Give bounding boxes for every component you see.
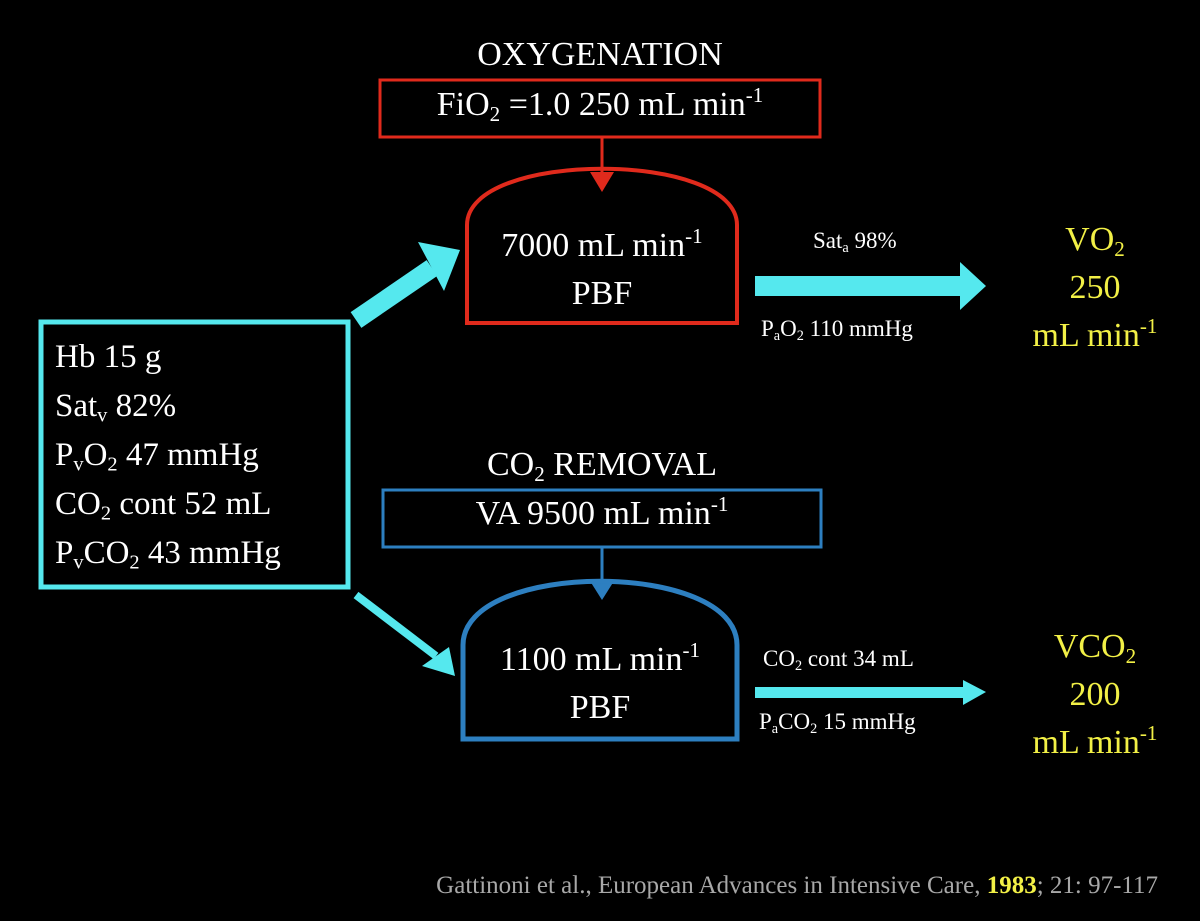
oxygenation-input-text: FiO2 =1.0 250 mL min-1: [380, 82, 820, 126]
paco2-co: CO: [778, 709, 811, 734]
fio2-unit-superscript: -1: [745, 82, 764, 107]
pao2-2-subscript: 2: [796, 327, 804, 344]
fio2-subscript: 2: [489, 101, 501, 126]
venous-pco2-p: P: [55, 535, 74, 571]
co2cont-subscript: 2: [794, 657, 803, 674]
vco2-value: 200: [1069, 676, 1121, 713]
paco2-a-subscript: a: [771, 720, 779, 737]
va-value: VA 9500 mL min: [475, 495, 711, 532]
oxygenation-input-box: [378, 78, 822, 139]
vco2-unit-text: mL min: [1032, 724, 1140, 761]
venous-sat-value: 82%: [107, 388, 177, 424]
co2-title: CO2 REMOVAL: [383, 446, 821, 484]
sat-a-value: 98%: [848, 228, 897, 253]
venous-pco2-2-subscript: 2: [129, 551, 140, 574]
vo2-label: VO2: [1000, 216, 1190, 264]
co2-flow-value: 1100 mL min: [499, 641, 683, 678]
venous-sat-subscript: v: [97, 404, 108, 427]
va-superscript: -1: [710, 491, 729, 516]
vco2-result: VCO2 200 mL min-1: [1000, 623, 1190, 767]
oxygenation-chamber-label: PBF: [571, 275, 633, 312]
venous-sat-label: Sat: [55, 388, 98, 424]
co2-feed-arrow: [590, 547, 614, 600]
vo2-unit-superscript: -1: [1139, 313, 1158, 338]
oxygenation-feed-arrow: [590, 137, 614, 192]
oxygenation-flow-value: 7000 mL min: [501, 227, 686, 264]
oxygenation-chamber: [465, 166, 739, 325]
co2-outflow-paco2: PaCO2 15 mmHg: [759, 709, 916, 737]
venous-pco2-value: 43 mmHg: [139, 535, 281, 571]
venous-po2-o: O: [83, 437, 108, 473]
vo2-unit-text: mL min: [1032, 317, 1140, 354]
venous-po2-2-subscript: 2: [107, 453, 118, 476]
co2-chamber-text: 1100 mL min-1 PBF: [463, 636, 737, 732]
venous-co2cont: CO2 cont 52 mL: [55, 480, 281, 529]
paco2-2-subscript: 2: [810, 720, 818, 737]
pao2-p: P: [761, 316, 774, 341]
oxygenation-chamber-text: 7000 mL min-1 PBF: [467, 222, 737, 318]
pao2-a-subscript: a: [773, 327, 781, 344]
venous-hb: Hb 15 g: [55, 339, 162, 375]
venous-pco2-v-subscript: v: [73, 551, 84, 574]
co2-title-subscript: 2: [534, 461, 545, 486]
venous-po2-p: P: [55, 437, 74, 473]
fio2-value: =1.0 250 mL min: [500, 86, 746, 123]
co2-outflow-arrow: [755, 680, 986, 705]
vo2-text: VO: [1065, 221, 1115, 258]
vco2-unit: mL min-1: [1000, 719, 1190, 767]
venous-po2-v-subscript: v: [73, 453, 84, 476]
co2-outflow-cont: CO2 cont 34 mL: [763, 646, 914, 674]
oxygenation-outflow-arrow: [755, 262, 986, 310]
oxygenation-title: OXYGENATION: [380, 36, 820, 74]
citation-text: Gattinoni et al., European Advances in I…: [436, 872, 987, 899]
venous-co2cont-value: cont 52 mL: [111, 486, 272, 522]
citation: Gattinoni et al., European Advances in I…: [436, 872, 1158, 900]
vco2-unit-superscript: -1: [1139, 720, 1158, 745]
venous-sat: Satv 82%: [55, 382, 281, 431]
co2-title-removal: REMOVAL: [544, 446, 717, 483]
venous-co2cont-subscript: 2: [100, 502, 112, 525]
vo2-subscript: 2: [1114, 236, 1125, 261]
co2cont-value: cont 34 mL: [802, 646, 914, 671]
venous-pco2-co: CO: [83, 535, 130, 571]
vco2-label: VCO2: [1000, 623, 1190, 671]
co2-chamber-flow: 1100 mL min-1: [463, 636, 737, 684]
venous-values: Hb 15 g Satv 82% PvO2 47 mmHg CO2 cont 5…: [55, 333, 281, 578]
co2-chamber-label: PBF: [569, 689, 631, 726]
fio2-label: FiO: [436, 86, 490, 123]
pao2-value: 110 mmHg: [803, 316, 913, 341]
vo2-value: 250: [1069, 269, 1121, 306]
oxygenation-chamber-flow: 7000 mL min-1: [467, 222, 737, 270]
venous-po2: PvO2 47 mmHg: [55, 431, 281, 480]
oxygenation-flow-superscript: -1: [685, 223, 703, 248]
venous-co2cont-co: CO: [55, 486, 101, 522]
vo2-result: VO2 250 mL min-1: [1000, 216, 1190, 360]
sat-a-subscript: a: [842, 239, 849, 256]
venous-po2-value: 47 mmHg: [117, 437, 259, 473]
co2-chamber: [460, 578, 740, 742]
sat-a-label: Sat: [813, 228, 843, 253]
co2cont-co: CO: [763, 646, 795, 671]
paco2-p: P: [759, 709, 772, 734]
venous-pco2: PvCO2 43 mmHg: [55, 529, 281, 578]
citation-year: 1983: [986, 872, 1037, 899]
co2-flow-superscript: -1: [682, 637, 701, 662]
vco2-subscript: 2: [1125, 643, 1137, 668]
venous-to-oxygenation-arrow: [350, 242, 460, 328]
oxygenation-outflow-pao2: PaO2 110 mmHg: [761, 316, 913, 344]
venous-blood-box: [38, 319, 351, 590]
oxygenation-title-text: OXYGENATION: [477, 36, 723, 73]
paco2-value: 15 mmHg: [817, 709, 916, 734]
co2-title-co: CO: [486, 446, 535, 483]
co2-input-text: VA 9500 mL min-1: [383, 491, 821, 533]
pao2-o: O: [780, 316, 797, 341]
oxygenation-outflow-sat: Sata 98%: [813, 228, 897, 256]
vo2-unit: mL min-1: [1000, 312, 1190, 360]
vco2-text: VCO: [1053, 628, 1126, 665]
venous-to-co2-arrow: [353, 591, 455, 676]
citation-rest: ; 21: 97-117: [1036, 872, 1158, 899]
